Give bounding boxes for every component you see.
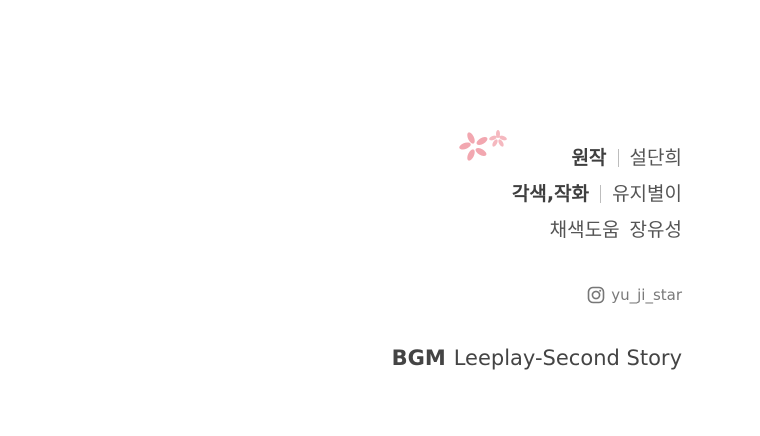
credits-block: 원작 설단희 각색,작화 유지별이 채색도움 장유성 xyxy=(459,130,682,248)
credit-role-adaptation: 각색,작화 xyxy=(511,182,590,205)
credit-row-adaptation: 각색,작화 유지별이 xyxy=(512,176,682,212)
flower-icon xyxy=(459,130,507,161)
credit-row-coloring: 채색도움 장유성 xyxy=(512,212,682,248)
instagram-icon xyxy=(587,286,605,304)
instagram-handle[interactable]: yu_ji_star xyxy=(611,286,682,304)
credit-divider xyxy=(600,185,602,203)
credit-name-adaptation: 유지별이 xyxy=(612,182,682,205)
credit-name-coloring: 장유성 xyxy=(629,218,682,241)
bgm-label: BGM xyxy=(391,346,446,370)
bgm-credit: BGM Leeplay-Second Story xyxy=(392,346,682,370)
credit-role-original: 원작 xyxy=(571,146,607,169)
credit-row-original-author: 원작 설단희 xyxy=(459,130,682,176)
cropped-top-text: · · · · · · · · · · · · · · · · · · · · … xyxy=(414,0,682,4)
bgm-title: Leeplay-Second Story xyxy=(453,346,682,370)
credit-role-coloring: 채색도움 xyxy=(549,218,620,241)
instagram-link[interactable]: yu_ji_star xyxy=(587,286,682,304)
credit-divider xyxy=(617,149,619,167)
credit-name-original: 설단희 xyxy=(629,146,682,169)
